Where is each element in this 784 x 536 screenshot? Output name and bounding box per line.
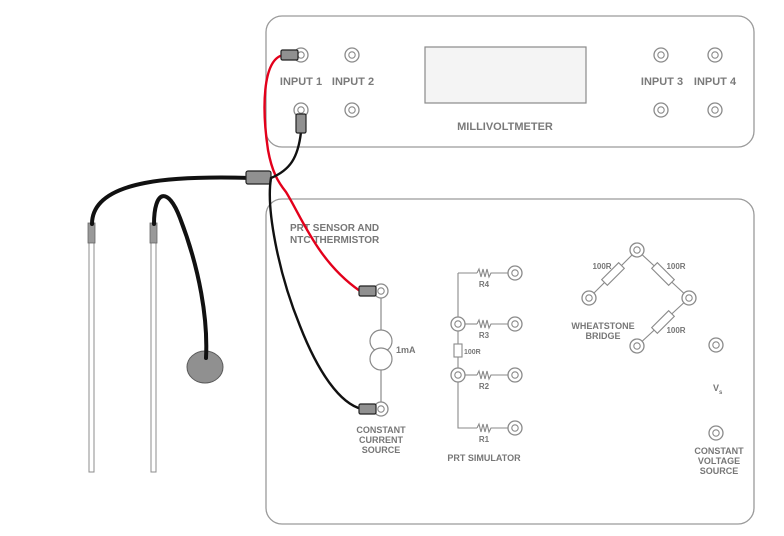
bridge-label-line1: WHEATSTONE (571, 321, 634, 331)
bridge-resistor-3-label: 100R (666, 326, 685, 335)
voltage-source-label-line3: SOURCE (700, 466, 739, 476)
bridge-label-line2: BRIDGE (585, 331, 620, 341)
bridge-left-terminal[interactable] (581, 290, 597, 306)
input-3-label: INPUT 3 (641, 76, 683, 88)
prt-r4-label: R4 (479, 280, 490, 289)
current-source-label-line2: CURRENT (359, 435, 404, 445)
sensor-title-line1: PRT SENSOR AND (290, 223, 379, 234)
voltage-source-label-line1: CONSTANT (694, 446, 744, 456)
voltage-source-positive-terminal[interactable] (708, 337, 724, 353)
prt-r3-terminal[interactable] (507, 316, 523, 332)
prt-probe[interactable] (87, 222, 96, 473)
current-source-value: 1mA (396, 345, 416, 355)
constant-current-source: 1mA CONSTANT CURRENT SOURCE (356, 283, 416, 455)
vs-label: V (713, 383, 719, 393)
input-1-low-plug[interactable] (295, 113, 307, 134)
probe-cables (90, 175, 252, 360)
current-source-positive-plug[interactable] (358, 285, 377, 297)
red-wire (263, 53, 362, 293)
prt-common-bottom-terminal[interactable] (450, 367, 466, 383)
input-4-label: INPUT 4 (694, 76, 737, 88)
voltage-source-negative-terminal[interactable] (708, 425, 724, 441)
ntc-thermistor-probe[interactable] (149, 222, 158, 473)
bridge-resistor-1-label: 100R (592, 262, 611, 271)
current-source-label-line3: SOURCE (362, 445, 401, 455)
vs-subscript: s (719, 390, 723, 396)
prt-r1-label: R1 (479, 435, 490, 444)
prt-series-resistor-label: 100R (464, 349, 481, 356)
experiment-board-panel: PRT SENSOR AND NTC THERMISTOR 1mA CONSTA… (265, 198, 755, 525)
input-2-label: INPUT 2 (332, 76, 374, 88)
current-source-label-line1: CONSTANT (356, 425, 406, 435)
sensor-title-line2: NTC THERMISTOR (290, 235, 380, 246)
input-3-low-terminal[interactable] (653, 102, 669, 118)
prt-r2-label: R2 (479, 382, 490, 391)
input-2-high-terminal[interactable] (344, 47, 360, 63)
wheatstone-bridge (588, 249, 690, 347)
prt-r2-terminal[interactable] (507, 367, 523, 383)
voltage-source-label-line2: VOLTAGE (698, 456, 740, 466)
millivoltmeter-panel: INPUT 1 INPUT 2 INPUT 3 INPUT 4 MILLIVOL… (265, 15, 755, 148)
meter-display (424, 46, 587, 104)
svg-text:Vs: Vs (713, 383, 723, 396)
bridge-right-terminal[interactable] (681, 290, 697, 306)
millivoltmeter-title: MILLIVOLTMETER (457, 121, 553, 133)
prt-r1-terminal[interactable] (507, 420, 523, 436)
cable-junction-block (245, 170, 272, 185)
bridge-bottom-terminal[interactable] (629, 338, 645, 354)
input-2-low-terminal[interactable] (344, 102, 360, 118)
prt-simulator (453, 267, 508, 434)
input-4-high-terminal[interactable] (707, 47, 723, 63)
input-4-low-terminal[interactable] (707, 102, 723, 118)
input-3-high-terminal[interactable] (653, 47, 669, 63)
prt-simulator-label: PRT SIMULATOR (447, 453, 521, 463)
current-source-negative-plug[interactable] (358, 403, 377, 415)
input-1-label: INPUT 1 (280, 76, 322, 88)
prt-common-top-terminal[interactable] (450, 316, 466, 332)
prt-r4-terminal[interactable] (507, 265, 523, 281)
prt-r3-label: R3 (479, 331, 490, 340)
bridge-top-terminal[interactable] (629, 242, 645, 258)
input-1-high-plug[interactable] (280, 49, 299, 61)
bridge-resistor-2-label: 100R (666, 262, 685, 271)
black-wire (268, 130, 364, 411)
